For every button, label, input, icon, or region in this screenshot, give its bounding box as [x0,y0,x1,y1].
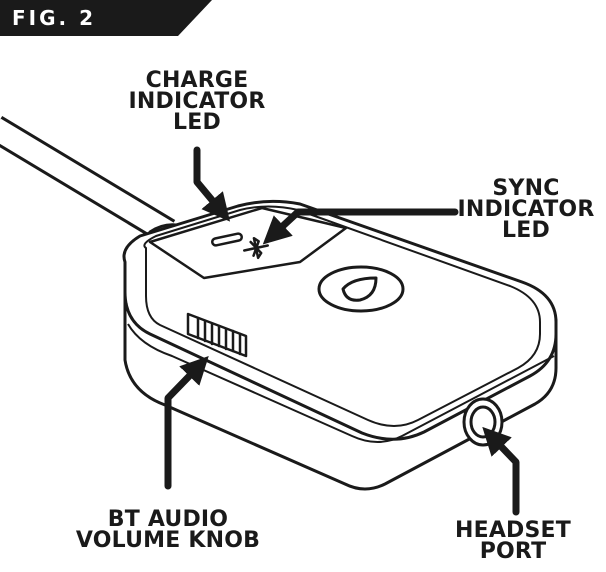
callout-line: HEADSET [454,518,571,543]
figure-label: FIG. 2 [12,6,96,30]
callout-line: INDICATOR [128,89,266,114]
charge-led [211,232,243,247]
callout-line: SYNC [492,176,560,201]
display-panel [148,206,348,280]
logo-button [317,265,405,313]
charge-indicator-callout: CHARGE INDICATOR LED [112,68,282,135]
sync-led [243,236,269,260]
sync-indicator-callout: SYNC INDICATOR LED [448,176,604,243]
callout-line: INDICATOR [457,197,595,222]
callout-line: BT AUDIO [107,507,229,532]
leaf-logo-icon [341,276,378,302]
figure-label-tab [0,0,212,36]
headset-port-arrow [482,426,520,516]
charge-indicator-arrow [193,146,231,222]
callout-line: LED [173,110,221,135]
headset-port-callout: HEADSET PORT [438,518,588,564]
callout-line: LED [502,218,550,243]
volume-knob-arrow [164,355,209,490]
callout-line: PORT [479,539,547,564]
callout-line: CHARGE [145,68,249,93]
volume-wheel [186,312,248,358]
callout-line: VOLUME KNOB [75,528,261,553]
sync-indicator-arrow [262,208,459,245]
cable [0,116,190,246]
volume-knob-callout: BT AUDIO VOLUME KNOB [58,507,278,553]
